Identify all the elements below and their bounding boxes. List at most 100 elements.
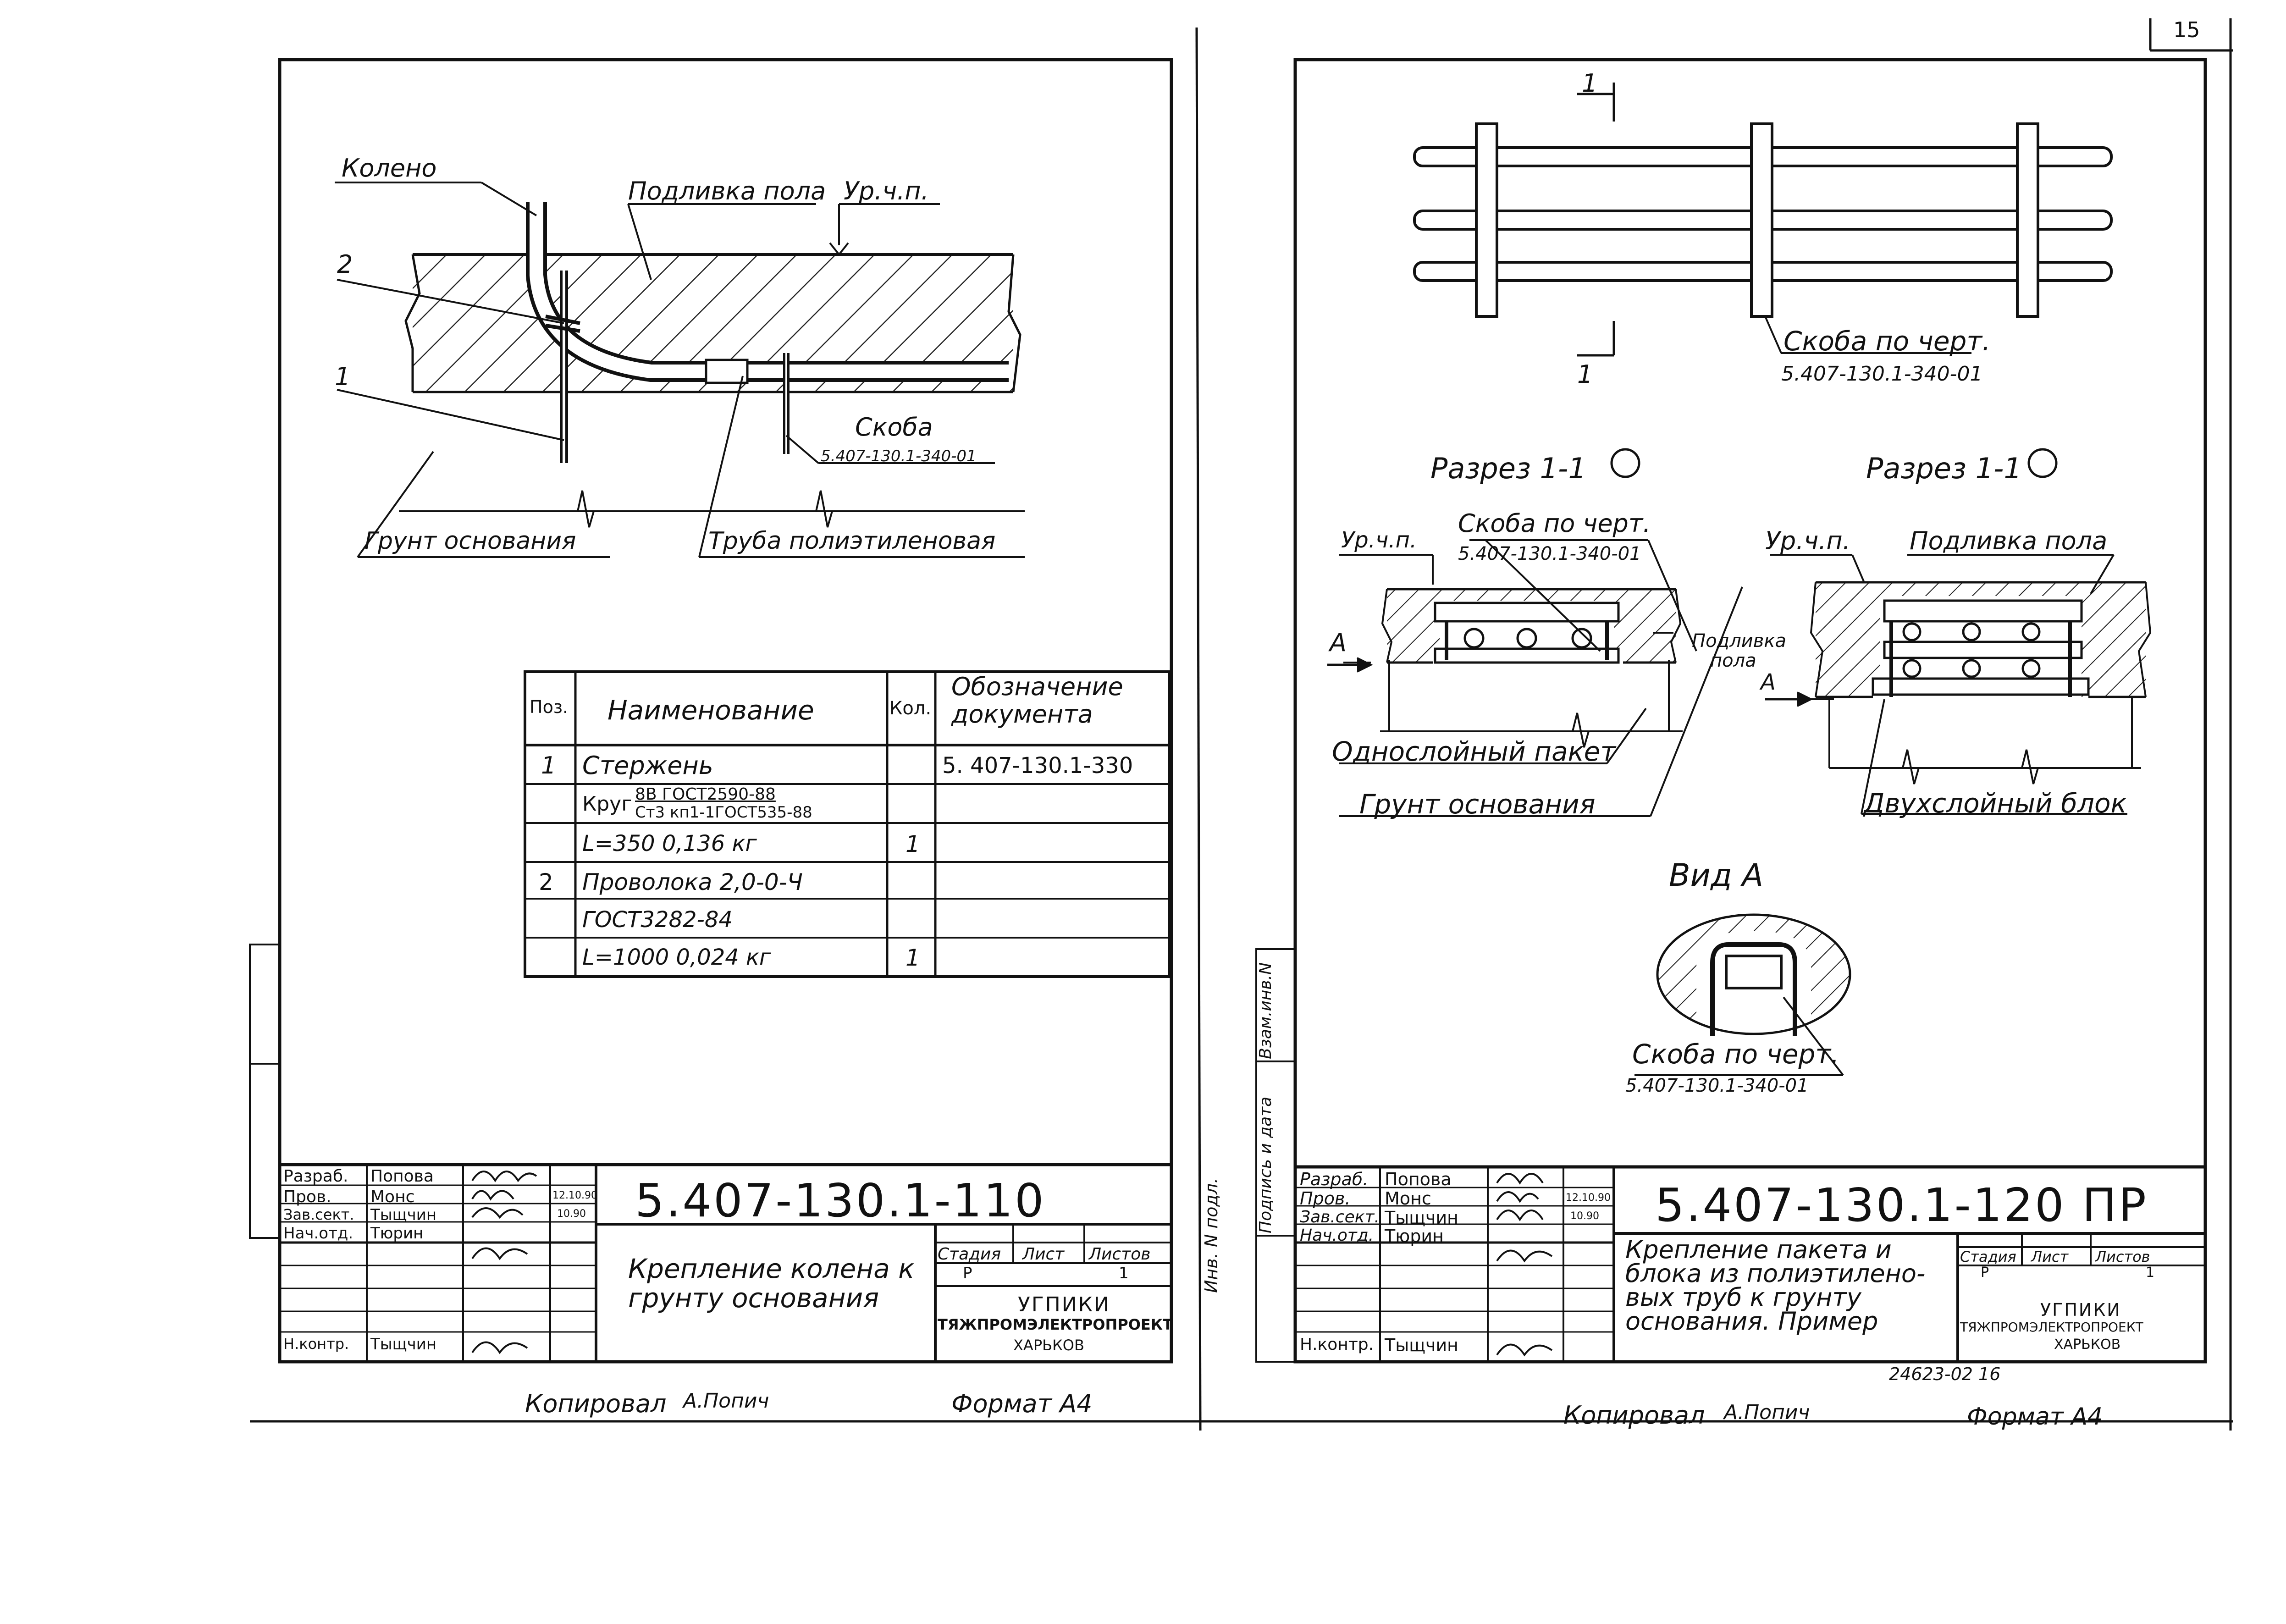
label-ground: Грунт основания (364, 527, 576, 555)
spec-row-2-prefix: Круг (582, 792, 632, 816)
left-sheets-header: Листов (1089, 1245, 1151, 1264)
right-name-checker: Монс (1385, 1188, 1431, 1209)
right-org-3: ХАРЬКОВ (2054, 1337, 2121, 1353)
section-2-view-a-mark: А (1761, 669, 1776, 695)
side-stamp-signature-date: Подпись и дата (1256, 1096, 1275, 1233)
section-1-view-a-mark: А (1330, 628, 1347, 657)
elbow-drawing (335, 182, 1025, 558)
right-role-head-sector: Зав.сект. (1300, 1208, 1380, 1226)
spec-header-doc: Обозначение документа (951, 672, 1123, 729)
spec-row-1-name: Стержень (582, 751, 713, 780)
view-a-skoba: Скоба по черт. (1632, 1038, 1839, 1070)
spec-row-6-name: L=1000 0,024 кг (582, 945, 771, 970)
section-1-level: Ур.ч.п. (1341, 527, 1417, 553)
spec-row-5-name: ГОСТ3282-84 (582, 907, 733, 933)
left-format-label: Формат А4 (951, 1389, 1093, 1418)
spec-table (524, 670, 1171, 978)
right-role-head-dept: Нач.отд. (1300, 1226, 1374, 1245)
left-role-norm-control: Н.контр. (283, 1335, 349, 1353)
plan-skoba-doc: 5.407-130.1-340-01 (1781, 362, 1983, 386)
view-a-drawing (1634, 913, 1851, 1076)
side-stamp-inv-no: Инв. N подл. (1201, 1177, 1221, 1293)
spec-row-4-pos: 2 (539, 869, 553, 895)
right-format-label: Формат А4 (1967, 1403, 2103, 1431)
section-1-title: Разрез 1-1 (1430, 452, 1586, 485)
label-position-1: 1 (335, 362, 351, 391)
label-podlivka: Подливка пола (628, 177, 826, 205)
left-sheets-value: 1 (1119, 1264, 1129, 1282)
label-ground-base: Грунт основания (1359, 789, 1596, 820)
right-copied-label: Копировал (1563, 1401, 1705, 1430)
left-org-3: ХАРЬКОВ (1013, 1337, 1084, 1354)
left-stage-header: Стадия (938, 1245, 1001, 1264)
right-sheet-frame (1255, 58, 2207, 1364)
left-date-2: 10.90 (557, 1208, 586, 1220)
label-floor-level: Ур.ч.п. (844, 177, 929, 205)
spec-row-1-doc: 5. 407-130.1-330 (942, 753, 1133, 779)
right-name-head-dept: Тюрин (1385, 1226, 1444, 1246)
plan-skoba-label: Скоба по черт. (1784, 326, 1991, 357)
left-drawing-title: Крепление колена к грунту основания (628, 1253, 915, 1314)
plan-section-mark-top: 1 (1582, 69, 1598, 98)
right-copier-name: А.Попич (1724, 1401, 1810, 1424)
left-role-head-sector: Зав.сект. (283, 1206, 354, 1223)
right-stage-value: Р (1981, 1265, 1989, 1281)
right-date-2: 10.90 (1570, 1210, 1599, 1222)
section-double-layer (1610, 448, 2152, 815)
spec-row-3-qty: 1 (906, 831, 920, 857)
left-org-2: ТЯЖПРОМЭЛЕКТРОПРОЕКТ (938, 1316, 1173, 1333)
label-single-layer-package: Однослойный пакет (1332, 736, 1616, 767)
spec-row-2-top: 8В ГОСТ2590-88 (635, 785, 776, 804)
right-stage-header: Стадия (1960, 1248, 2016, 1265)
right-role-developer: Разраб. (1300, 1169, 1369, 1189)
section-1-podlivka-b: пола (1710, 650, 1756, 671)
left-org-1: УГПИКИ (1018, 1293, 1110, 1316)
left-sheet-frame (249, 58, 1173, 1364)
right-sheets-header: Листов (2095, 1248, 2150, 1265)
spec-header-pos: Поз. (530, 697, 569, 717)
right-org-2: ТЯЖПРОМЭЛЕКТРОПРОЕКТ (1960, 1320, 2143, 1335)
view-a-title: Вид А (1669, 857, 1763, 894)
left-name-developer: Попова (370, 1167, 434, 1186)
left-drawing-code: 5.407-130.1-110 (635, 1174, 1046, 1227)
section-2-title: Разрез 1-1 (1866, 452, 2022, 485)
right-title-line-1: Крепление пакета и (1625, 1235, 1892, 1264)
left-copier-name: А.Попич (683, 1389, 769, 1413)
label-skoba-doc: 5.407-130.1-340-01 (821, 447, 977, 465)
label-double-layer-block: Двухслойный блок (1864, 788, 2127, 819)
spec-row-3-name: L=350 0,136 кг (582, 831, 757, 856)
label-position-2: 2 (337, 250, 353, 279)
spec-row-1-pos: 1 (541, 752, 557, 779)
label-skoba: Скоба (855, 413, 933, 442)
left-name-head-dept: Тюрин (370, 1224, 424, 1243)
signature-scribbles (471, 1171, 1553, 1357)
right-drawing-code: 5.407-130.1-120 ПР (1655, 1178, 2148, 1232)
left-role-head-dept: Нач.отд. (283, 1224, 353, 1243)
corner-sheet-number: 15 (2173, 17, 2200, 42)
section-2-level: Ур.ч.п. (1765, 526, 1850, 555)
left-stage-value: Р (963, 1264, 972, 1282)
spec-row-4-name: Проволока 2,0-0-Ч (582, 869, 803, 895)
right-role-checker: Пров. (1300, 1188, 1351, 1209)
plan-view (1413, 83, 2113, 357)
section-1-skoba: Скоба по черт. (1458, 509, 1651, 538)
left-sheet-header: Лист (1022, 1245, 1065, 1264)
spec-header-name: Наименование (607, 695, 814, 726)
left-name-checker: Монс (370, 1188, 415, 1206)
section-1-skoba-doc: 5.407-130.1-340-01 (1458, 543, 1641, 564)
left-title-block-lines (280, 1163, 1171, 1362)
archive-number: 24623-02 16 (1889, 1364, 2001, 1384)
right-date-1: 12.10.90 (1566, 1192, 1611, 1204)
section-single-layer (1327, 539, 1743, 817)
section-1-podlivka-a: Подливка (1692, 630, 1787, 652)
left-date-1: 12.10.90 (552, 1190, 597, 1201)
right-name-head-sector: Тыщчин (1385, 1208, 1458, 1228)
left-role-developer: Разраб. (283, 1167, 348, 1186)
left-role-checker: Пров. (283, 1188, 331, 1206)
right-title-line-3: вых труб к грунту (1625, 1283, 1861, 1312)
right-name-norm-control: Тыщчин (1385, 1335, 1458, 1355)
side-stamp-replace-inv: Взам.инв.N (1256, 962, 1275, 1059)
left-copied-label: Копировал (525, 1389, 667, 1418)
section-2-podlivka: Подливка пола (1910, 526, 2108, 555)
